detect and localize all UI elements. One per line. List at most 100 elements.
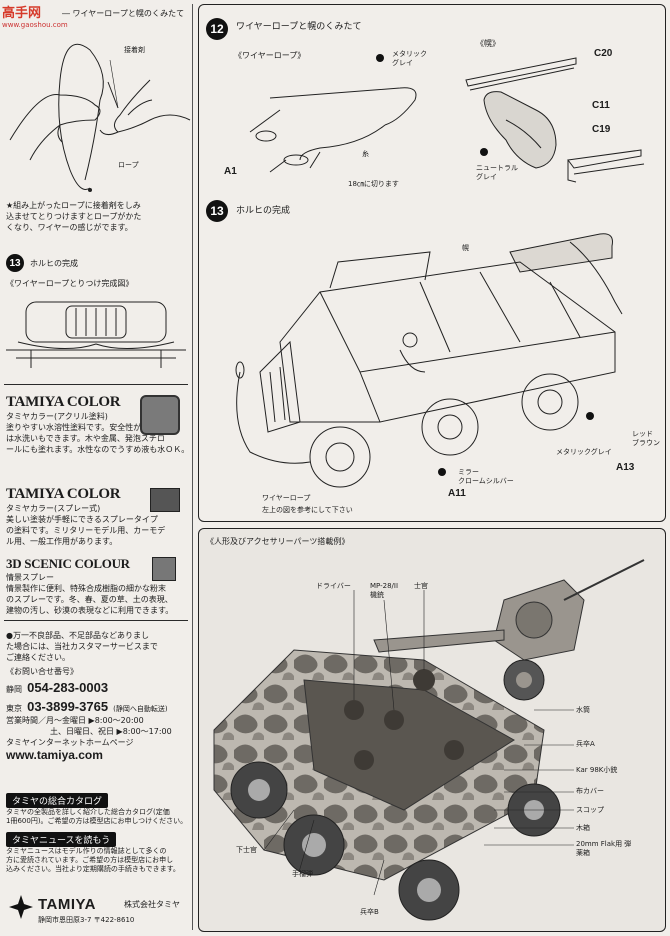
label-soldier-a: 兵卒A [576,740,595,748]
service-line: ご連絡ください。 [6,653,70,662]
horch-vehicle-drawing [235,233,623,488]
rope-note-line: ★組み上がったロープに接着剤をしみ [6,201,141,210]
paint-desc-line: 情景製作に便利、特殊合成樹脂の細かな粉末 [6,584,166,593]
paint-ad-spray: TAMIYA COLOR タミヤカラー(スプレー式) 美しい塗装が手軽にできるス… [6,486,186,547]
neutral-grey-label-2: グレイ [476,173,497,181]
step-12-badge: 12 [206,18,228,40]
step-12-hood-subtitle: 《幌》 [476,39,500,48]
watermark: 高手网 www.gaoshou.com [2,2,68,29]
catalog-text: タミヤの全製品を詳しく紹介した総合カタログ(定価 1冊600円)。ご希望の方は模… [6,808,187,826]
part-A11: A11 [448,488,466,499]
left-heading: ― ワイヤーロープと幌のくみたて [62,9,185,18]
contact-label: 《お問い合せ番号》 [6,667,78,676]
grille-illustration [6,301,186,368]
label-officer: 士官 [414,582,428,590]
wire-rope-label-2: 左上の図を参考にして下さい [262,506,353,514]
paint-kind: タミヤカラー(アクリル塗料) [6,412,108,421]
wire-rope-label: ワイヤーロープ 左上の図を参考にして下さい [262,494,353,515]
paint-desc-line: 建物の汚し、砂漠の表現などに利用できます。 [6,606,174,615]
tokyo-note: (静岡へ自動転送) [113,705,168,713]
paint-ad-scenic: 3D SCENIC COLOUR 情景スプレー 情景製作に便利、特殊合成樹脂の細… [6,556,186,616]
mirror-chrome-label-1: ミラー [458,468,479,476]
label-grenade: 手榴弾 [292,870,313,878]
metallic-grey-label-13: メタリックグレイ [556,448,612,456]
service-line: ●万一不良部品、不足部品などありまし [6,631,149,640]
shizuoka-number[interactable]: 054-283-0003 [27,680,109,695]
rope-note-line: くなり、ワイヤーの感じがでます。 [6,223,133,232]
tokyo-contact: 東京 03-3899-3765 (静岡へ自動転送) [6,696,190,715]
red-brown-label-2: ブラウン [632,439,660,447]
red-brown-swatch [586,412,594,420]
watermark-url: www.gaoshou.com [2,21,68,29]
news-text: タミヤニュースはモデル作りの情報誌として多くの 方に愛読されています。ご希望の方… [6,847,180,874]
rope-label: ロープ [118,161,139,169]
hours-weekday: 営業時間／月～金曜日 ▶8:00～20:00 [6,716,144,725]
paint-desc-line: ールにも塗れます。水性なのでうすめ液も水ＯＫ。 [6,445,190,454]
step-13-title: ホルヒの完成 [236,206,291,216]
mirror-chrome-label-2: クロームシルバー [458,477,514,485]
star-icon [9,895,33,919]
adhesive-label: 接着剤 [124,46,145,54]
scenic-can-icon [152,557,176,581]
shizuoka-contact: 静岡 054-283-0003 [6,677,190,696]
neutral-grey-label: ニュートラル グレイ [476,164,518,182]
tokyo-number[interactable]: 03-3899-3765 [27,699,109,714]
tokyo-label: 東京 [6,704,22,713]
paint-ad-acrylic: TAMIYA COLOR タミヤカラー(アクリル塗料) 塗りやすい水溶性塗料です… [6,394,190,455]
part-A13: A13 [616,462,635,473]
red-brown-label: レッド ブラウン [632,430,660,448]
left-heading-text: ワイヤーロープと幌のくみたて [72,9,185,18]
step-12-wire-subtitle: 《ワイヤーロープ》 [234,51,306,60]
label-nco: 下士官 [236,846,257,854]
web-url[interactable]: www.tamiya.com [6,748,103,762]
catalog-line: タミヤの全製品を詳しく紹介した総合カタログ(定価 [6,808,170,816]
rope-note-line: 込ませてとりつけますとロープがかた [6,212,142,221]
part-A1: A1 [224,166,237,177]
rope-note: ★組み上がったロープに接着剤をしみ 込ませてとりつけますとロープがかた くなり、… [6,200,141,233]
spray-can-icon [150,488,180,512]
paint-desc-line: 塗りやすい水溶性塗料です。安全性が高く臭い [6,423,174,432]
cut-note: 18㎝に切ります [348,180,399,188]
paint-desc-line: は水洗いもできます。木や金属、発泡スチロ [6,434,165,443]
tamiya-star-logo [8,894,34,920]
paint-kind: 情景スプレー [6,573,54,582]
label-kar98k: Kar 98K小銃 [576,766,618,774]
thread-label: 糸 [362,150,369,158]
metallic-grey-label-1: メタリック [392,50,427,58]
divider [4,384,188,385]
paint-desc-line: の塗料です。ミリタリーモデル用、カーモデ [6,526,166,535]
paint-jar-icon [140,395,180,435]
model-photo [213,559,645,921]
instruction-panel [198,4,666,522]
paint-desc-line: ル用、一般工作用があります。 [6,537,118,546]
news-title: タミヤニュースを読もう [6,832,117,847]
paint-brand: TAMIYA COLOR [6,394,121,410]
metallic-grey-swatch [376,54,384,62]
metallic-grey-label: メタリック グレイ [392,50,427,68]
mirror-chrome-label: ミラー クロームシルバー [458,468,514,486]
photo-caption: 《人形及びアクセサリーパーツ搭載例》 [206,537,350,546]
step-13-badge: 13 [206,200,228,222]
service-line: た場合には、当社カスタマーサービスまで [6,642,158,651]
news-line: 方に愛読されています。ご希望の方は模型店にお申し [6,856,174,864]
paint-desc-line: のスプレーです。冬、春、夏の草、土の表現、 [6,595,173,604]
left-step-13-title: ホルヒの完成 [30,259,78,268]
divider [4,620,188,621]
label-canteen: 水筒 [576,706,590,714]
label-mp28: MP-28/II 機銃 [370,582,399,599]
column-divider [192,4,193,930]
part-C11: C11 [592,100,610,111]
catalog-title: タミヤの総合カタログ [6,793,109,808]
label-driver: ドライバー [316,582,351,590]
wire-rope-drawing [249,87,417,173]
customer-service: ●万一不良部品、不足部品などありまし た場合には、当社カスタマーサービスまで ご… [6,630,190,762]
label-wooden-box: 木箱 [576,824,590,832]
neutral-grey-swatch [480,148,488,156]
label-cloth-cover: 布カバー [576,787,604,795]
hands-rope-illustration [9,43,191,192]
paint-desc-line: 美しい塗装が手軽にできるスプレータイプ [6,515,158,524]
hood-parts-drawing [465,57,645,183]
part-C19: C19 [592,124,611,135]
news-line: タミヤニュースはモデル作りの情報誌として多くの [6,847,167,855]
chrome-swatch [438,468,446,476]
